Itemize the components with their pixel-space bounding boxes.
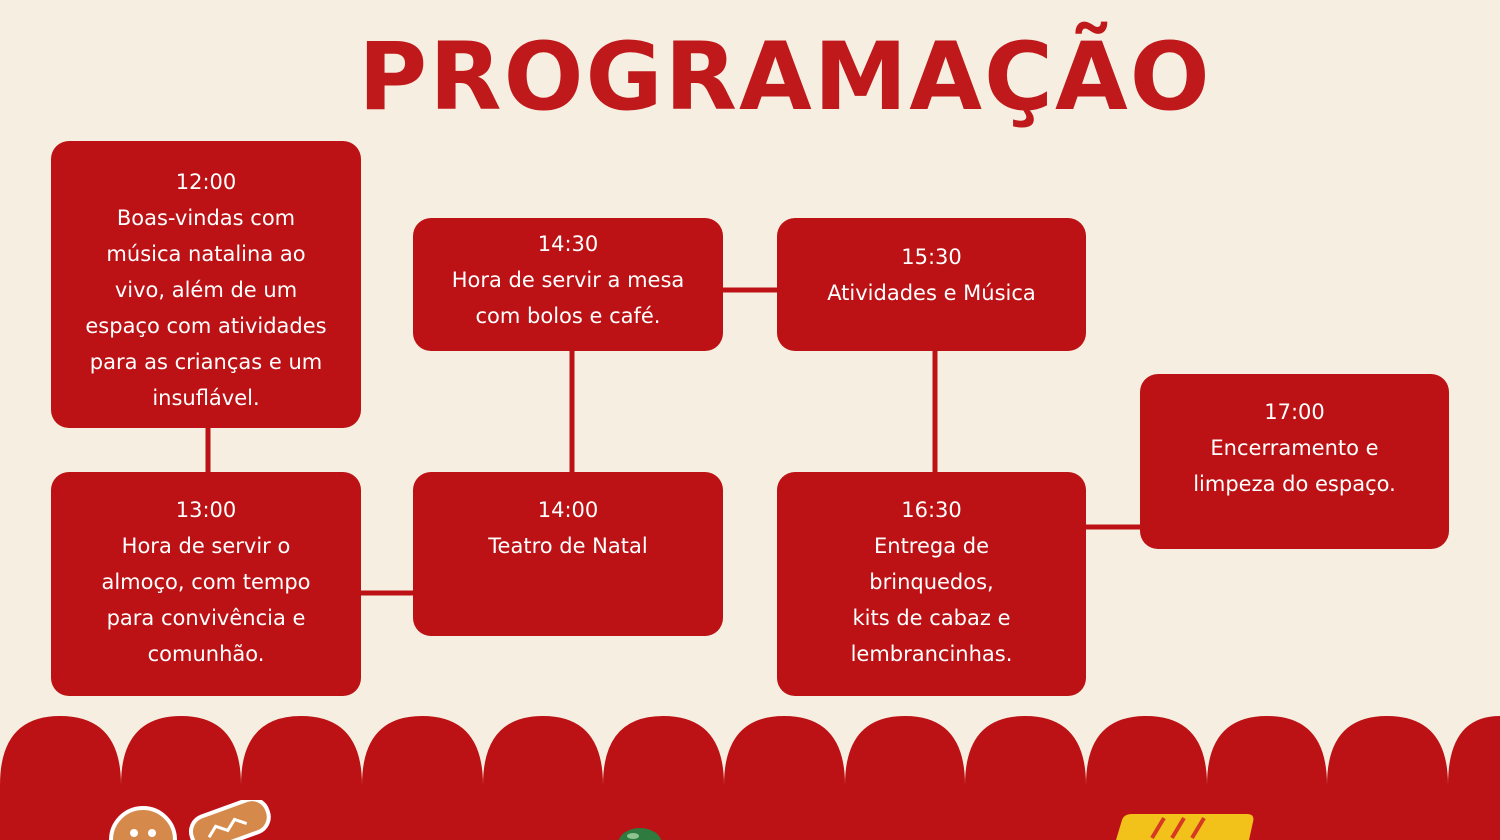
schedule-description: Hora de servir a mesa com bolos e café. xyxy=(451,268,685,328)
schedule-description: Boas-vindas com música natalina ao vivo,… xyxy=(85,206,327,410)
gingerbread-icon xyxy=(109,800,271,840)
schedule-time: 17:00 xyxy=(1264,400,1325,424)
schedule-time: 15:30 xyxy=(901,245,962,269)
schedule-description: Teatro de Natal xyxy=(488,534,648,558)
schedule-description: Hora de servir o almoço, com tempo para … xyxy=(101,534,311,666)
schedule-card-1430: 14:30 Hora de servir a mesa com bolos e … xyxy=(413,218,723,351)
timeline-connectors xyxy=(205,287,1140,596)
schedule-card-1630: 16:30 Entrega de brinquedos, kits de cab… xyxy=(777,472,1086,696)
schedule-time: 12:00 xyxy=(175,170,237,194)
schedule-card-1200: 12:00 Boas-vindas com música natalina ao… xyxy=(51,141,361,428)
wave-footer xyxy=(0,716,1500,840)
schedule-time: 14:00 xyxy=(537,498,599,522)
schedule-description: Entrega de brinquedos, kits de cabaz e l… xyxy=(850,534,1013,666)
schedule-description: Encerramento e limpeza do espaço. xyxy=(1193,436,1396,496)
schedule-time: 14:30 xyxy=(537,232,599,256)
schedule-card-1300: 13:00 Hora de servir o almoço, com tempo… xyxy=(51,472,361,696)
schedule-card-1530: 15:30 Atividades e Música xyxy=(777,218,1086,351)
schedule-time: 13:00 xyxy=(175,498,237,522)
schedule-description: Atividades e Música xyxy=(827,281,1036,305)
schedule-card-1700: 17:00 Encerramento e limpeza do espaço. xyxy=(1140,374,1449,549)
schedule-time: 16:30 xyxy=(901,498,962,522)
gift-icon xyxy=(1116,814,1254,840)
schedule-card-1400: 14:00 Teatro de Natal xyxy=(413,472,723,636)
ornament-icon xyxy=(618,828,662,840)
page-title: PROGRAMAÇÃO xyxy=(358,23,1212,132)
